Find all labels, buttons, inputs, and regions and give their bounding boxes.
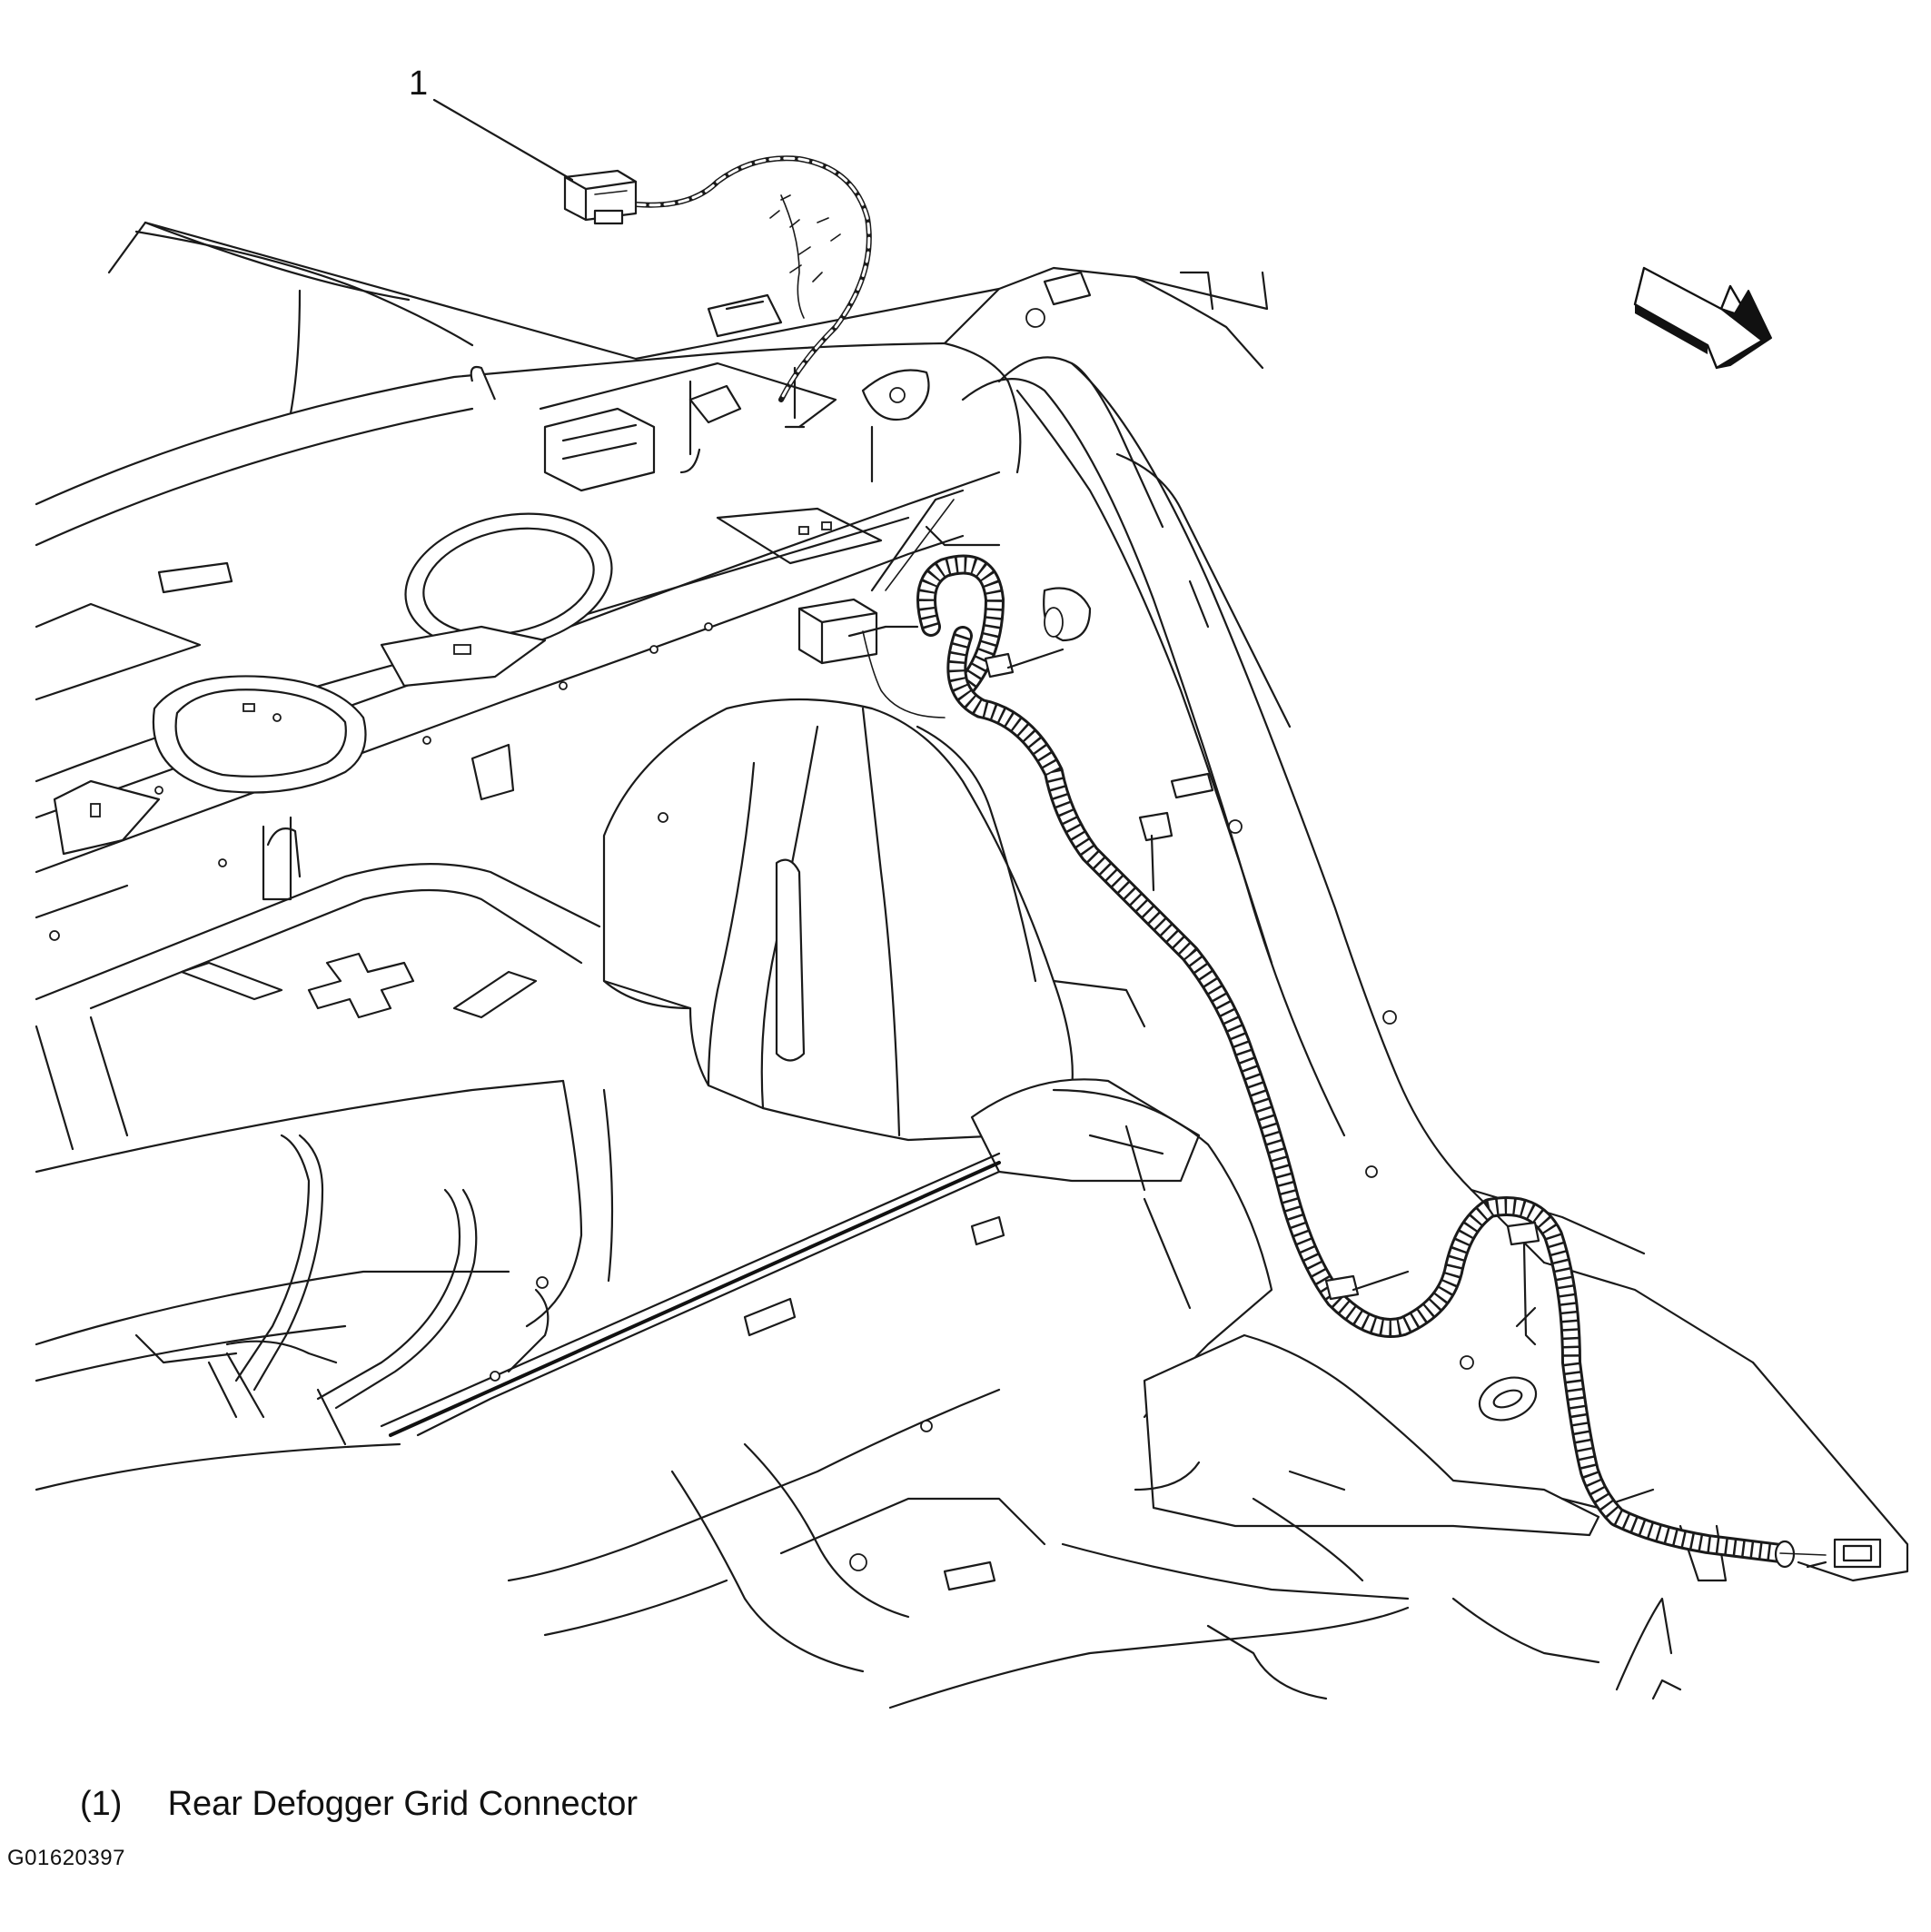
legend-item-label: Rear Defogger Grid Connector — [167, 1785, 639, 1823]
wheelhouse — [602, 698, 1201, 1192]
callout-number: 1 — [409, 64, 429, 103]
harness-connector — [797, 489, 965, 718]
package-shelf — [35, 221, 1269, 547]
figure-id: G01620397 — [7, 1846, 125, 1870]
vehicle-rear-compartment-diagram — [35, 98, 1909, 1709]
diagram-artwork — [35, 98, 1909, 1709]
rear-defogger-grid-connector — [563, 155, 872, 402]
left-floor-cables — [207, 1134, 550, 1446]
lower-inner-panel — [1052, 1088, 1909, 1582]
callout-leader-line — [432, 98, 574, 182]
connector-icon — [563, 169, 638, 225]
legend-item: (1) Rear Defogger Grid Connector — [80, 1784, 638, 1824]
center-bracket — [470, 362, 837, 492]
wiring-harness — [916, 554, 1827, 1569]
quarter-panel — [925, 356, 1755, 1364]
legend: (1) Rear Defogger Grid Connector — [80, 1784, 638, 1824]
shelf-openings — [35, 507, 883, 856]
legend-item-number: (1) — [80, 1785, 123, 1823]
upper-bracket-assembly — [707, 271, 1092, 483]
trunk-floor — [35, 863, 1682, 1709]
view-direction-arrow-icon — [1633, 266, 1772, 370]
